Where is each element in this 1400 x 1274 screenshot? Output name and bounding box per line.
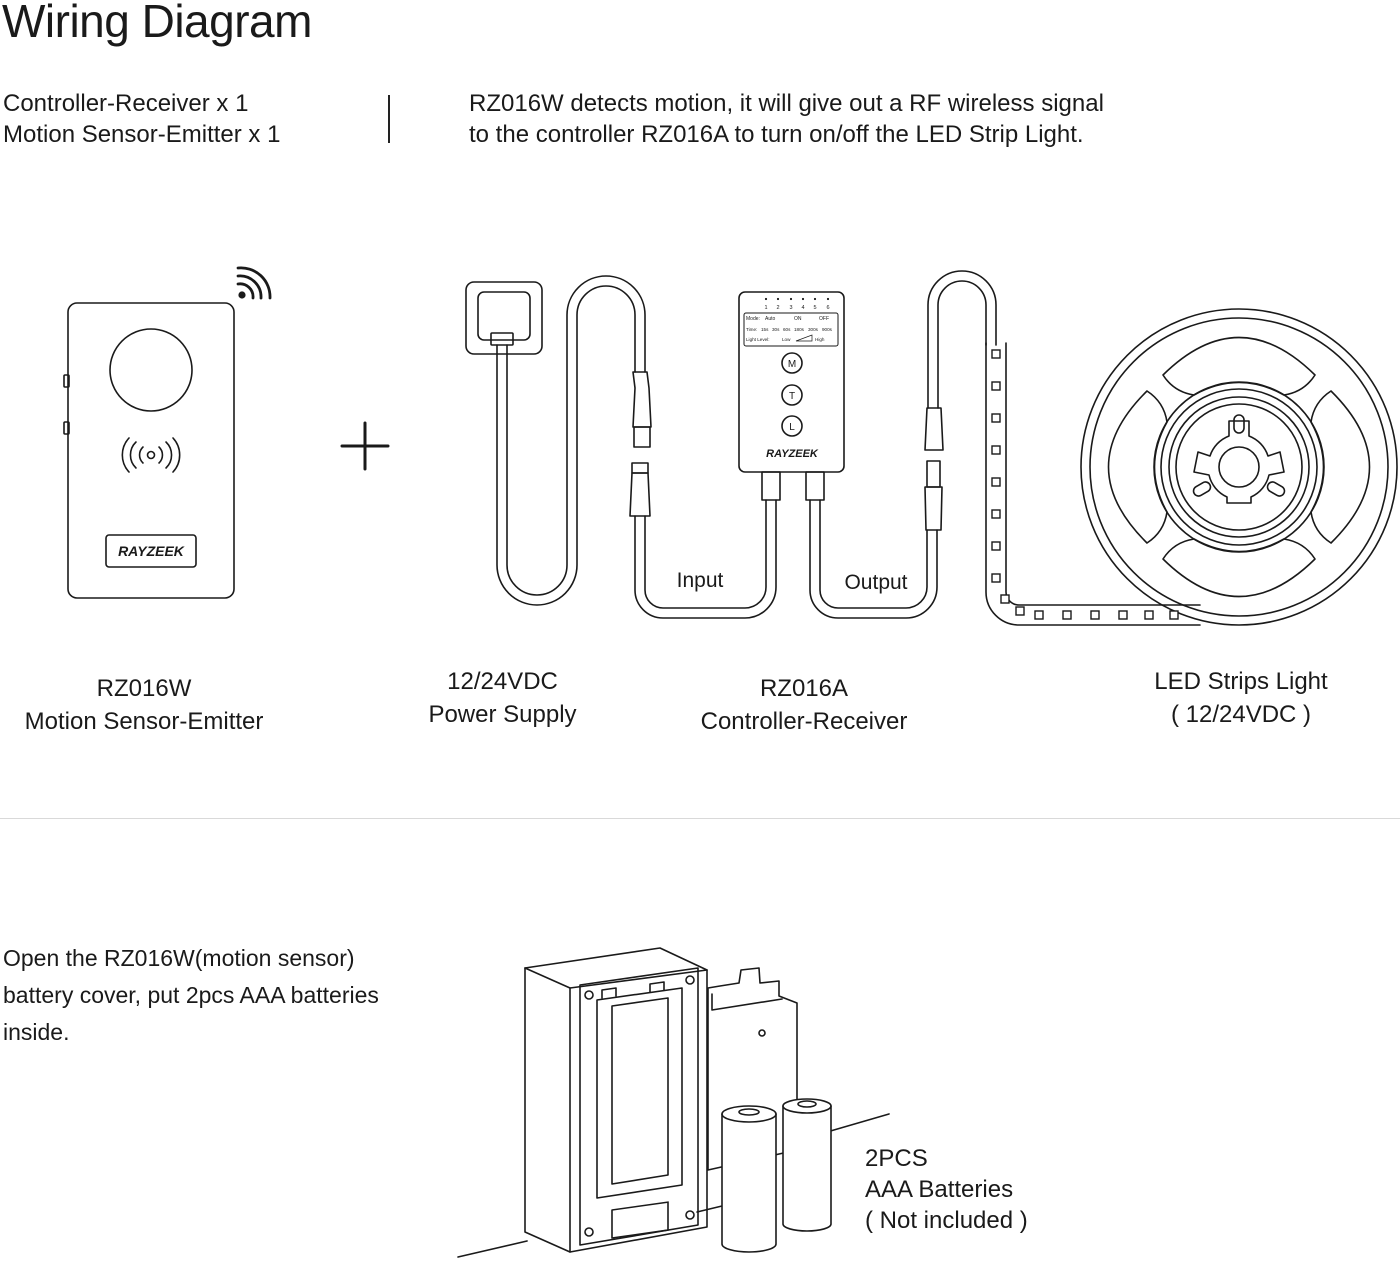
- battery-illustration: [457, 947, 890, 1258]
- mode-button-label: M: [788, 359, 796, 370]
- ground-line: [826, 1113, 890, 1133]
- time-30s: 30s: [772, 327, 780, 332]
- mode-off: OFF: [819, 316, 829, 322]
- power-supply-name: Power Supply: [428, 701, 577, 728]
- controller-brand: RAYZEEK: [766, 448, 819, 460]
- mode-label: Mode:: [746, 316, 760, 322]
- time-900s: 900s: [822, 327, 833, 332]
- time-300s: 300s: [808, 327, 819, 332]
- strip-lead-cable: [927, 270, 997, 409]
- sensor-case-open: [524, 947, 708, 1253]
- sensor-label: RZ016W Motion Sensor-Emitter: [0, 672, 288, 738]
- led-strip-tape: [985, 342, 1201, 626]
- output-label: Output: [844, 571, 907, 594]
- description-line-2: to the controller RZ016A to turn on/off …: [469, 121, 1084, 148]
- mode-auto: Auto: [765, 316, 776, 322]
- light-level-ramp: [795, 334, 813, 342]
- aaa-battery: [782, 1098, 832, 1232]
- battery-instruction-line-1: Open the RZ016W(motion sensor): [3, 945, 355, 971]
- dip-number: 3: [789, 305, 792, 311]
- battery-instruction-line-2: battery cover, put 2pcs AAA batteries: [3, 982, 379, 1008]
- dip-number: 4: [801, 305, 804, 311]
- controller-receiver-device: [738, 291, 845, 501]
- ground-line: [457, 1240, 528, 1258]
- plus-symbol: [340, 421, 390, 471]
- sensor-brand: RAYZEEK: [118, 543, 185, 559]
- package-contents: Controller-Receiver x 1 Motion Sensor-Em…: [3, 88, 280, 150]
- dc-plug-power: [629, 371, 652, 517]
- dip-switches: [764, 297, 830, 301]
- led-strip-reel: [1080, 308, 1398, 626]
- rf-signal-icon: [121, 437, 181, 473]
- page-title: Wiring Diagram: [2, 0, 312, 47]
- sensor-model: RZ016W: [96, 675, 192, 702]
- light-low: Low: [782, 337, 791, 342]
- controller-model: RZ016A: [759, 675, 849, 702]
- strip-label: LED Strips Light ( 12/24VDC ): [1130, 665, 1352, 731]
- controller-label: RZ016A Controller-Receiver: [680, 672, 928, 738]
- strip-name: LED Strips Light: [1154, 668, 1328, 695]
- aaa-battery: [721, 1105, 777, 1253]
- ground-line: [696, 1205, 723, 1213]
- package-item-controller: Controller-Receiver x 1: [3, 90, 249, 117]
- light-button-label: L: [789, 422, 795, 433]
- battery-instruction-line-3: inside.: [3, 1019, 70, 1045]
- dip-number: 2: [776, 305, 779, 311]
- header-divider: [388, 95, 390, 143]
- time-label: Time:: [746, 327, 757, 332]
- light-high: High: [815, 337, 825, 342]
- motion-sensor-device: [63, 266, 272, 599]
- controller-name: Controller-Receiver: [700, 708, 908, 735]
- mode-on: ON: [794, 316, 802, 322]
- battery-callout: 2PCS AAA Batteries ( Not included ): [865, 1143, 1028, 1236]
- package-item-sensor: Motion Sensor-Emitter x 1: [3, 121, 281, 148]
- description-line-1: RZ016W detects motion, it will give out …: [469, 90, 1104, 117]
- battery-note: ( Not included ): [865, 1207, 1028, 1234]
- battery-type: AAA Batteries: [865, 1176, 1014, 1203]
- battery-cover: [707, 967, 798, 1171]
- battery-quantity: 2PCS: [865, 1145, 928, 1172]
- system-description: RZ016W detects motion, it will give out …: [469, 88, 1104, 150]
- section-divider: [0, 818, 1400, 819]
- battery-instruction: Open the RZ016W(motion sensor) battery c…: [3, 940, 379, 1051]
- strip-spec: ( 12/24VDC ): [1170, 701, 1312, 728]
- time-button-label: T: [789, 391, 795, 402]
- dc-plug-output: [924, 407, 944, 531]
- power-cable: [496, 275, 646, 606]
- power-supply-label: 12/24VDC Power Supply: [400, 665, 605, 731]
- wiring-diagram: 1 2 3 4 5 6 Mode: Auto ON OFF Time: 15s …: [63, 266, 1398, 626]
- time-180s: 180s: [794, 327, 805, 332]
- dip-number: 5: [813, 305, 816, 311]
- input-label: Input: [677, 569, 724, 592]
- led-chips: [991, 349, 1179, 620]
- power-supply-device: [465, 281, 543, 355]
- output-cable: [809, 499, 938, 619]
- controller-buttons: M T L: [788, 359, 796, 433]
- controller-panel-text: 1 2 3 4 5 6 Mode: Auto ON OFF Time: 15s …: [746, 305, 833, 342]
- time-60s: 60s: [783, 327, 791, 332]
- light-label: Light Level:: [746, 337, 770, 342]
- wireless-icon: [236, 266, 272, 300]
- dip-number: 6: [826, 305, 829, 311]
- input-cable: [634, 499, 777, 619]
- power-supply-spec: 12/24VDC: [447, 668, 558, 695]
- time-15s: 15s: [761, 327, 769, 332]
- dip-number: 1: [764, 305, 767, 311]
- sensor-name: Motion Sensor-Emitter: [24, 708, 264, 735]
